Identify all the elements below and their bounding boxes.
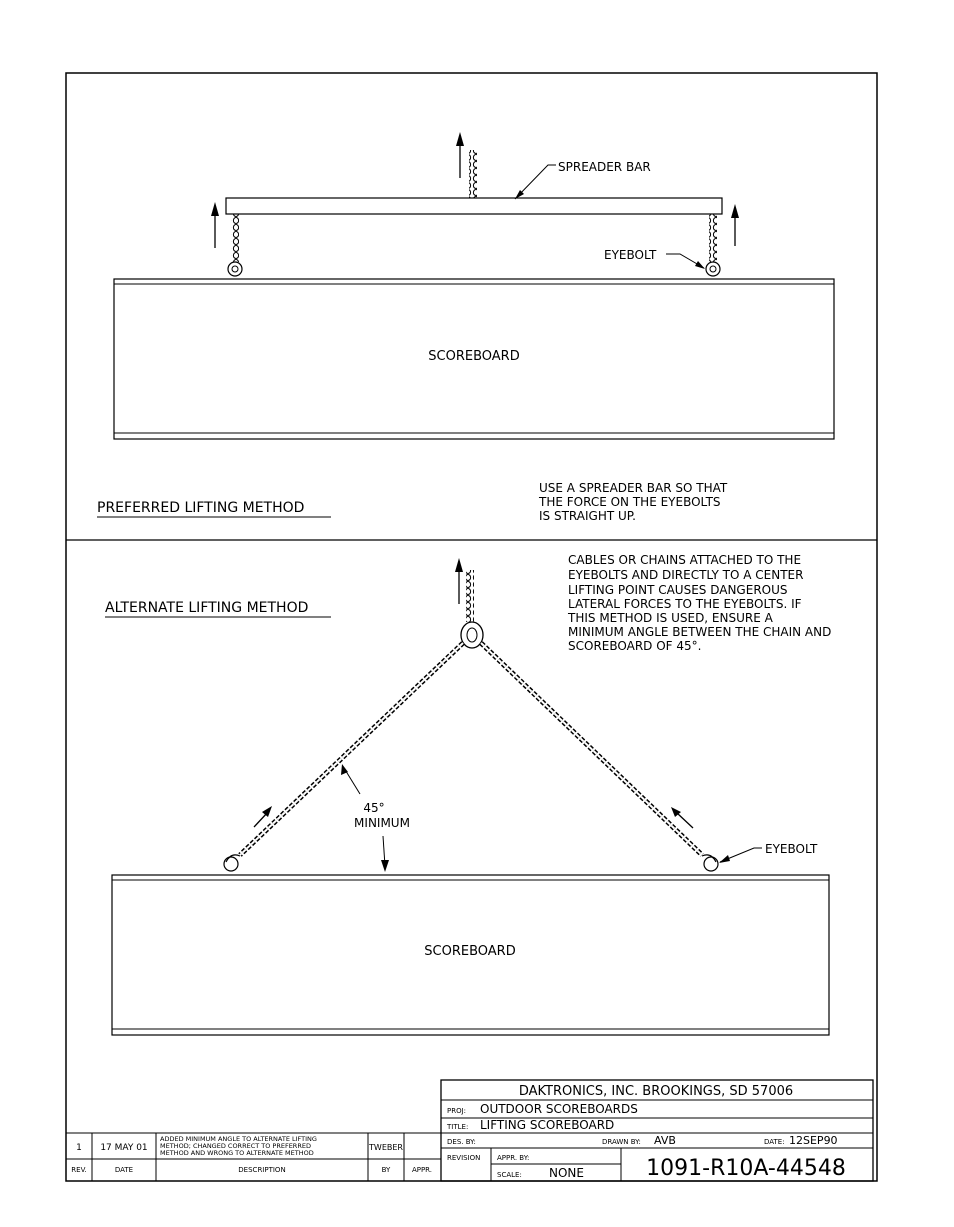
spreader-bar-label: SPREADER BAR	[558, 160, 651, 174]
scale-value: NONE	[549, 1166, 584, 1180]
company-name: DAKTRONICS, INC. BROOKINGS, SD 57006	[519, 1084, 793, 1099]
header-by: BY	[382, 1166, 391, 1174]
drawing-number: 1091-R10A-44548	[646, 1156, 846, 1181]
header-rev: REV.	[71, 1166, 86, 1174]
right-chain	[709, 214, 717, 262]
note-line: THE FORCE ON THE EYEBOLTS	[538, 495, 721, 509]
header-appr: APPR.	[412, 1166, 432, 1174]
up-arrow	[455, 558, 463, 572]
force-arrow	[671, 807, 681, 817]
left-chain	[231, 214, 239, 262]
spreader-bar	[225, 197, 723, 215]
scoreboard-label: SCOREBOARD	[428, 349, 519, 364]
up-arrow	[731, 204, 739, 218]
scoreboard-top	[113, 278, 835, 440]
revision-label: REVISION	[447, 1154, 480, 1162]
appr-by-label: APPR. BY:	[497, 1154, 529, 1162]
date-value: 12SEP90	[789, 1134, 838, 1147]
drawn-by-value: AVB	[654, 1134, 676, 1147]
scoreboard-bottom	[111, 874, 830, 1036]
title-block: DAKTRONICS, INC. BROOKINGS, SD 57006 PRO…	[440, 1079, 874, 1182]
note-line: MINIMUM ANGLE BETWEEN THE CHAIN AND	[568, 625, 831, 639]
by-cell: TWEBER	[368, 1143, 403, 1152]
preferred-diagram: SPREADER BAR EYEBOLT SCOREBOARD	[113, 132, 835, 440]
revision-table: 1 17 MAY 01 ADDED MINIMUM ANGLE TO ALTER…	[66, 1132, 441, 1181]
description-cell: METHOD AND WRONG TO ALTERNATE METHOD	[160, 1149, 314, 1157]
note-line: USE A SPREADER BAR SO THAT	[539, 481, 728, 495]
center-ring	[460, 621, 484, 649]
left-eyebolt	[223, 856, 239, 872]
scoreboard-label: SCOREBOARD	[424, 944, 515, 959]
up-arrow	[211, 202, 219, 216]
description-cell: METHOD; CHANGED CORRECT TO PREFERRED	[160, 1142, 311, 1150]
header-description: DESCRIPTION	[238, 1166, 285, 1174]
right-eyebolt	[705, 261, 721, 277]
eyebolt-label: EYEBOLT	[765, 842, 818, 856]
alternate-note: CABLES OR CHAINS ATTACHED TO THE EYEBOLT…	[567, 553, 831, 653]
eyebolt-label: EYEBOLT	[604, 248, 657, 262]
project-name: OUTDOOR SCOREBOARDS	[480, 1102, 638, 1116]
center-chain	[466, 570, 474, 622]
preferred-heading: PREFERRED LIFTING METHOD	[97, 500, 304, 516]
date-cell: 17 MAY 01	[100, 1143, 147, 1153]
description-cell: ADDED MINIMUM ANGLE TO ALTERNATE LIFTING	[160, 1135, 317, 1143]
left-eyebolt	[227, 261, 243, 277]
right-eyebolt	[703, 856, 719, 872]
header-date: DATE	[115, 1166, 133, 1174]
scale-label: SCALE:	[497, 1171, 522, 1179]
note-line: LIFTING POINT CAUSES DANGEROUS	[568, 583, 788, 597]
up-arrow	[456, 132, 464, 146]
rev-cell: 1	[76, 1143, 82, 1153]
alternate-diagram: 45° MINIMUM EYEBOLT SCOREBOARD	[111, 558, 830, 1036]
angle-label: 45°	[363, 801, 384, 815]
alternate-heading: ALTERNATE LIFTING METHOD	[105, 600, 308, 616]
note-line: THIS METHOD IS USED, ENSURE A	[567, 611, 774, 625]
note-line: EYEBOLTS AND DIRECTLY TO A CENTER	[568, 568, 803, 582]
force-arrow	[262, 806, 272, 817]
drawn-by-label: DRAWN BY:	[602, 1138, 641, 1146]
date-label: DATE:	[764, 1138, 785, 1146]
preferred-note: USE A SPREADER BAR SO THAT THE FORCE ON …	[538, 481, 728, 523]
proj-label: PROJ:	[447, 1107, 466, 1115]
des-by-label: DES. BY:	[447, 1138, 476, 1146]
center-chain	[469, 150, 477, 198]
note-line: IS STRAIGHT UP.	[539, 509, 636, 523]
title-label: TITLE:	[446, 1123, 468, 1131]
note-line: CABLES OR CHAINS ATTACHED TO THE	[568, 553, 801, 567]
note-line: LATERAL FORCES TO THE EYEBOLTS. IF	[568, 597, 802, 611]
drawing-title: LIFTING SCOREBOARD	[480, 1118, 614, 1132]
note-line: SCOREBOARD OF 45°.	[568, 639, 701, 653]
angle-sublabel: MINIMUM	[354, 816, 410, 830]
